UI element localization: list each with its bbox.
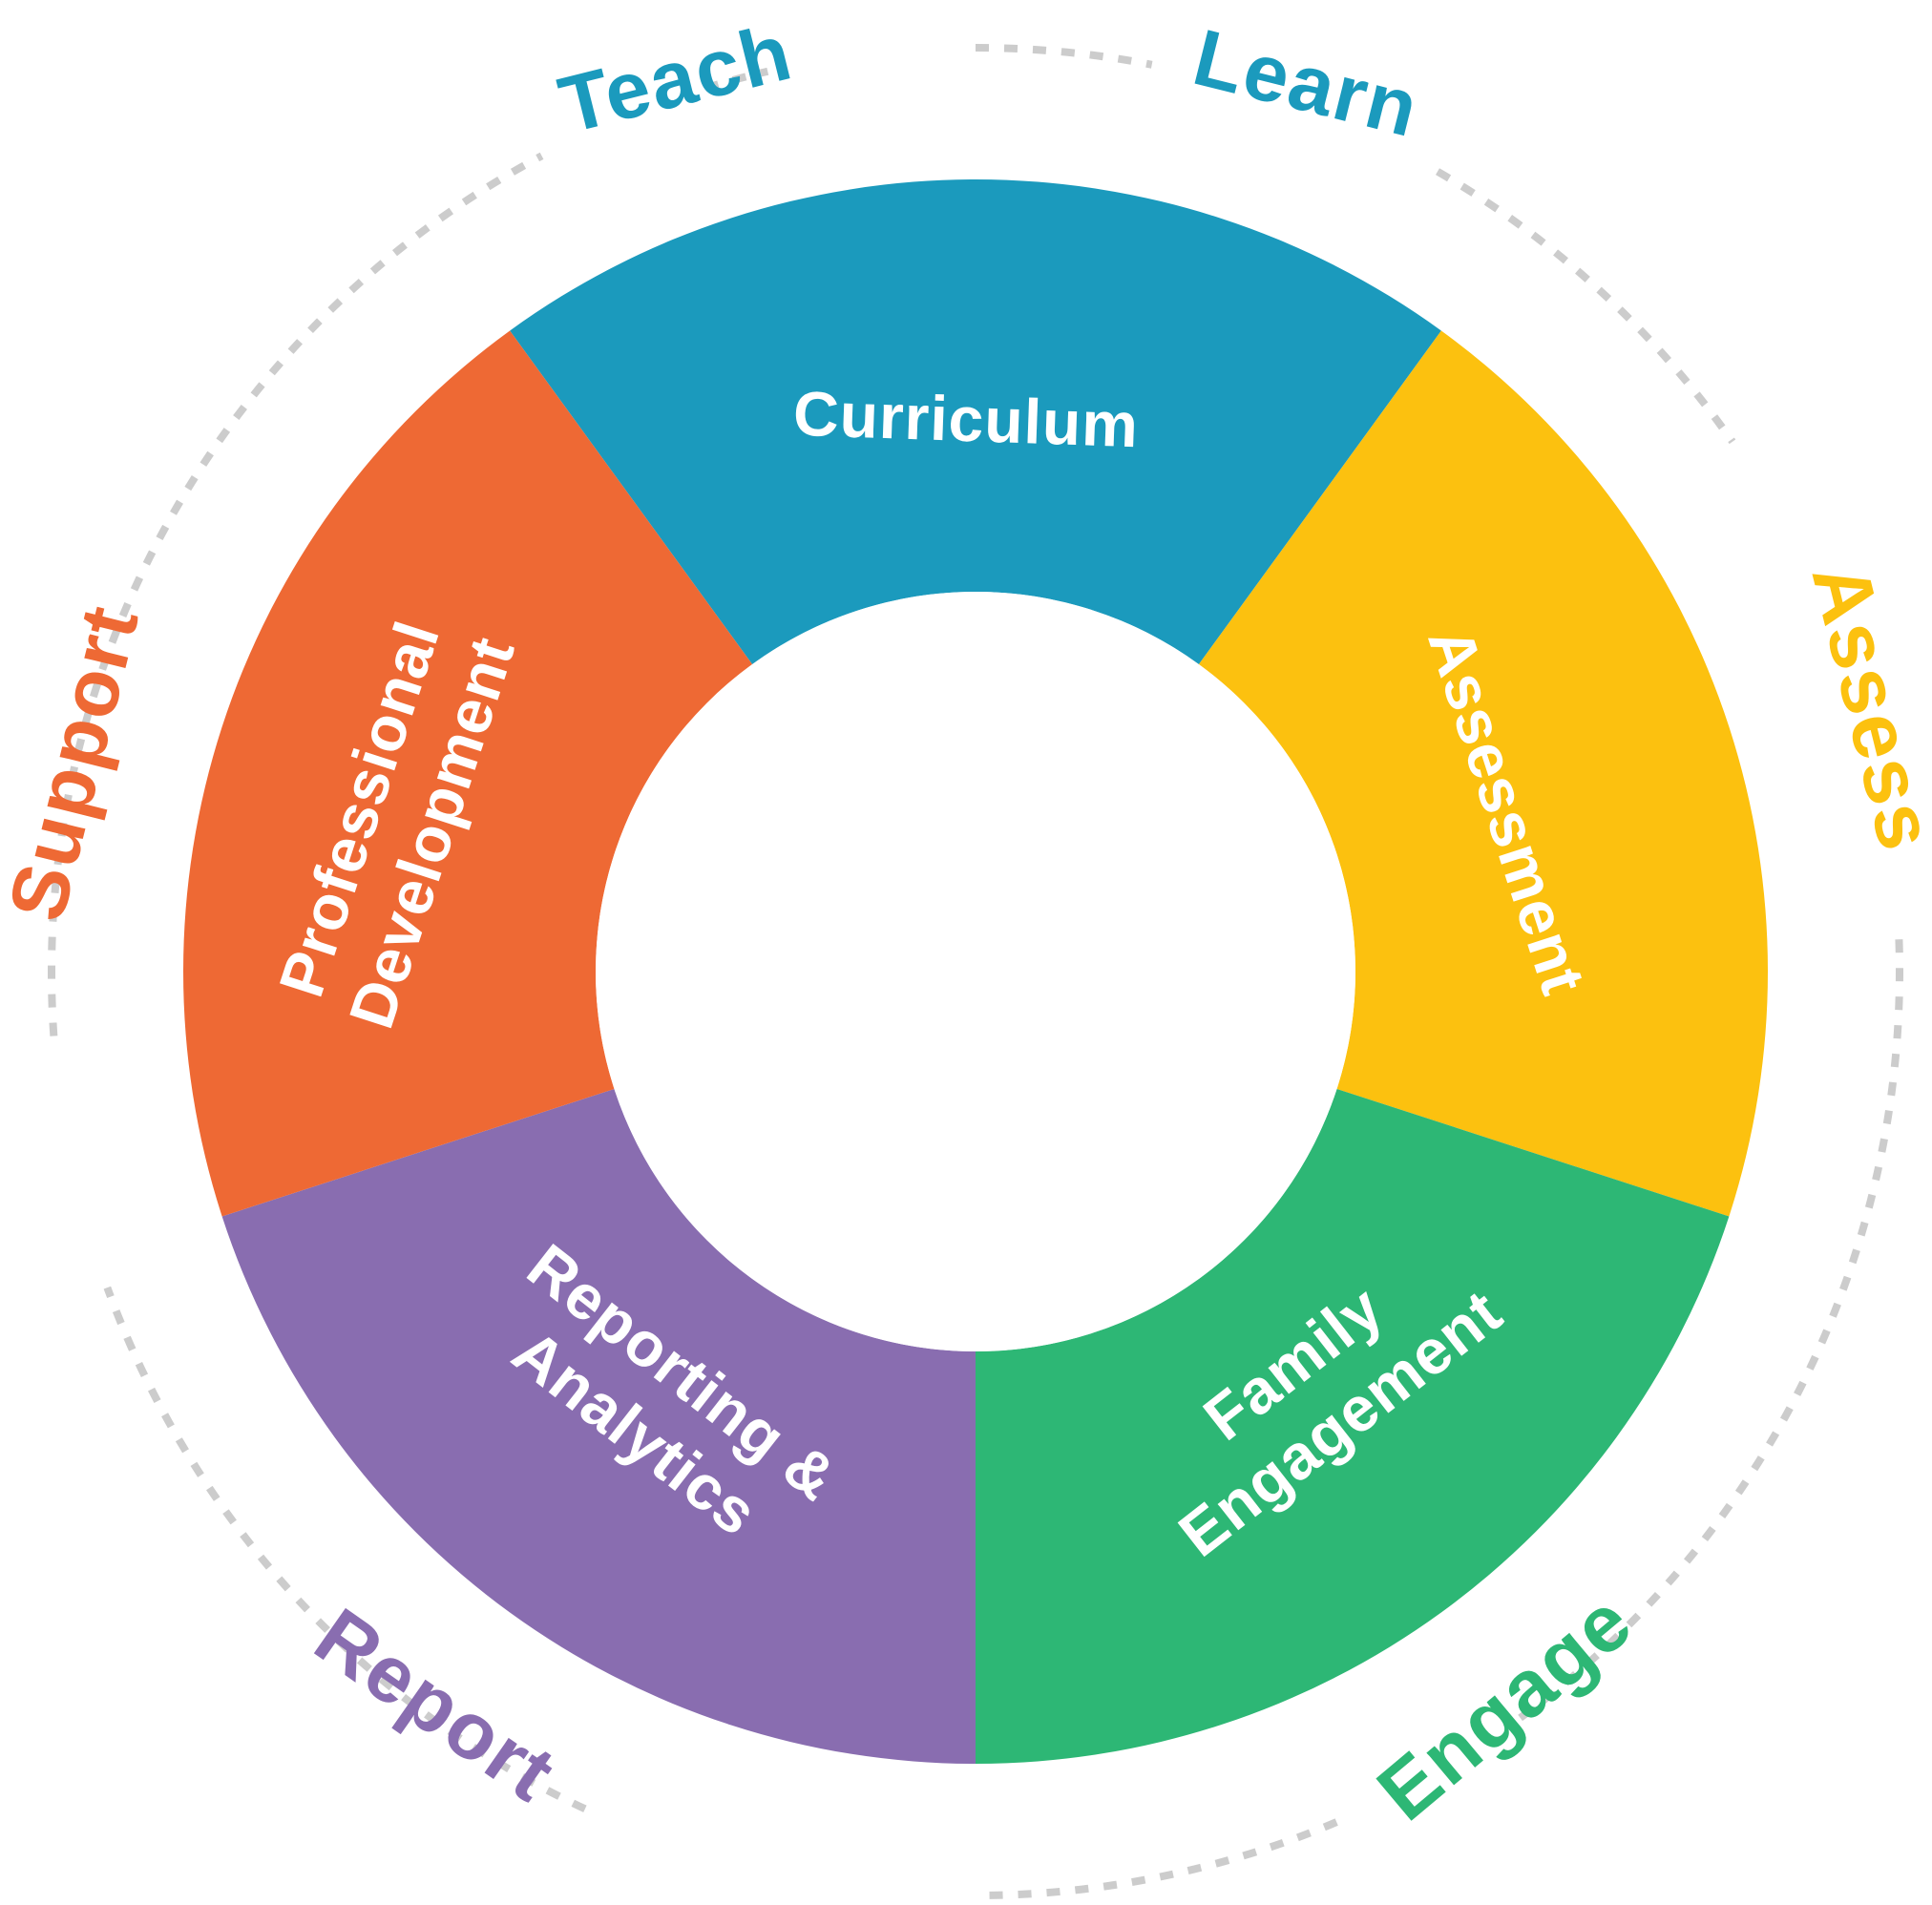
- outer-label-assess: Assess: [1795, 555, 1932, 860]
- outer-label-support: Support: [0, 597, 156, 930]
- dashed-outer-ring: [48, 44, 1903, 1899]
- dashed-arc: [704, 67, 769, 93]
- segment-ring: [183, 178, 1769, 1764]
- segment-professional-development: [183, 330, 753, 1217]
- segment-label-curriculum: Curriculum: [792, 378, 1140, 461]
- outer-label-teach: Teach: [551, 6, 801, 150]
- segment-assessment: [1198, 330, 1769, 1217]
- segment-reporting-analytics: [221, 1088, 976, 1764]
- segment-family-engagement: [976, 1088, 1730, 1764]
- dashed-arc: [975, 44, 1153, 69]
- outer-label-learn: Learn: [1186, 11, 1428, 154]
- dashed-arc: [1435, 168, 1736, 445]
- dashed-arc: [1502, 939, 1903, 1732]
- dashed-arc: [975, 1818, 1338, 1899]
- center-hole: [596, 592, 1355, 1351]
- segment-curriculum: [510, 178, 1441, 665]
